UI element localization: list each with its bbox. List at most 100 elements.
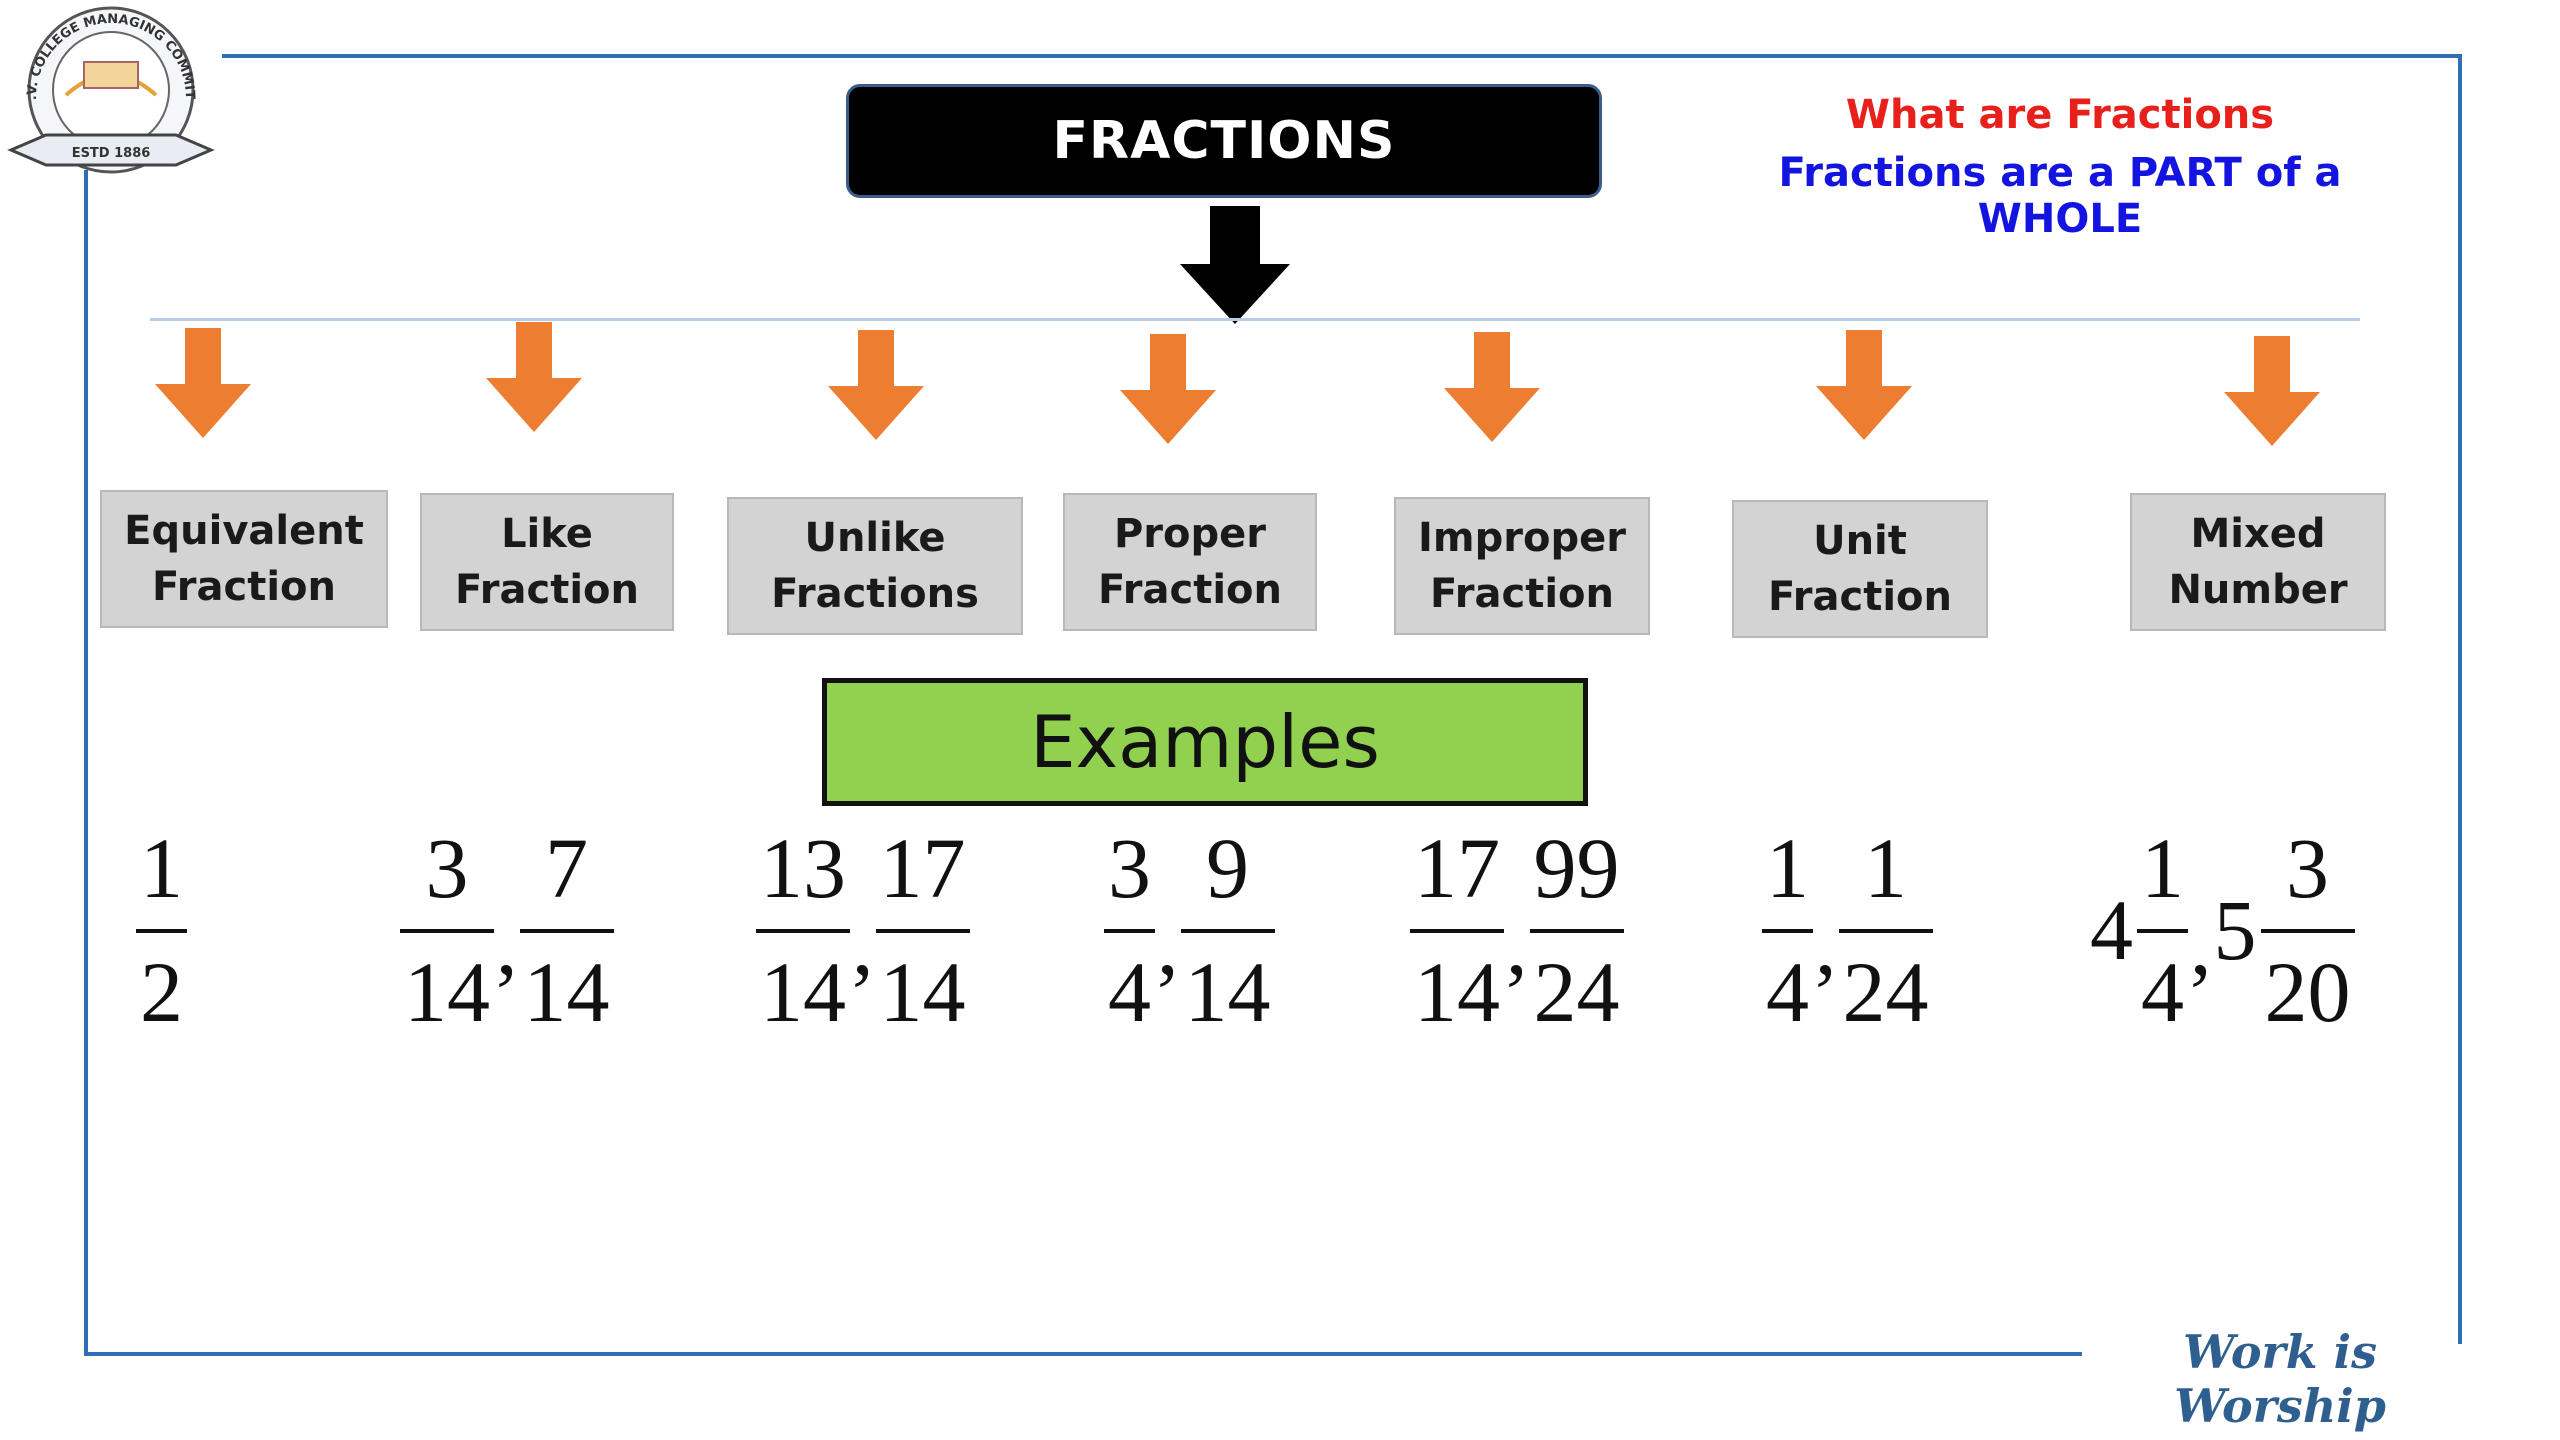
fraction-bar (519, 929, 614, 933)
denominator: 14 (1414, 944, 1500, 1040)
page-title: FRACTIONS (1052, 111, 1396, 171)
separator: , (852, 897, 874, 993)
separator: , (496, 897, 518, 993)
branch-line (150, 318, 2360, 321)
type-label-line1: Unit (1813, 518, 1907, 564)
separator: , (2190, 897, 2212, 993)
definition-answer: Fractions are a PART of a WHOLE (1778, 150, 2342, 242)
whole-number: 4 (2090, 882, 2133, 978)
example-mixed: 4 1 4 , 5 3 20 (2090, 820, 2355, 1040)
college-logo-icon: D.A.V. COLLEGE MANAGING COMMITTEE ESTD 1… (6, 0, 215, 174)
numerator: 13 (760, 820, 846, 916)
denominator: 24 (1842, 944, 1929, 1040)
logo-year: ESTD 1886 (72, 146, 151, 161)
fraction-bar (1180, 929, 1275, 933)
fraction-bar (2260, 929, 2355, 933)
denominator: 4 (1766, 944, 1809, 1040)
type-label-line2: Number (2168, 567, 2348, 613)
fraction-bar (1529, 929, 1624, 933)
fraction-bar (875, 929, 970, 933)
denominator: 24 (1533, 944, 1620, 1040)
frame-top-line (222, 54, 2462, 58)
fraction: 17 14 (875, 820, 970, 1040)
fraction-bar (136, 929, 187, 933)
separator: , (1815, 897, 1837, 993)
motto: Work is Worship (2174, 1325, 2386, 1433)
denominator: 20 (2264, 944, 2351, 1040)
separator: , (1157, 897, 1179, 993)
type-label-line1: Mixed (2190, 511, 2326, 557)
fraction-bar (2137, 929, 2188, 933)
example-equivalent: 1 2 (136, 820, 187, 1040)
denominator: 14 (879, 944, 966, 1040)
examples-box: Examples (822, 678, 1588, 806)
fraction-bar (1104, 929, 1155, 933)
orange-down-arrow-icon (1816, 330, 1912, 440)
orange-down-arrow-icon (486, 322, 582, 432)
numerator: 7 (545, 820, 588, 916)
numerator: 9 (1206, 820, 1249, 916)
numerator: 3 (2286, 820, 2329, 916)
type-label-line1: Equivalent (124, 508, 364, 554)
fraction-bar (756, 929, 850, 933)
type-label-line1: Unlike (804, 515, 946, 561)
example-improper: 17 14 , 99 24 (1410, 820, 1624, 1040)
fraction-bar (400, 929, 494, 933)
whole-number: 5 (2213, 882, 2257, 978)
type-label-line2: Fraction (1768, 574, 1952, 620)
orange-down-arrow-icon (1120, 334, 1216, 444)
type-label-line2: Fraction (455, 567, 639, 613)
type-label-line1: Proper (1113, 511, 1266, 557)
frame-right-line (2458, 54, 2462, 1344)
frame-bottom-line (84, 1352, 2082, 1356)
denominator: 14 (760, 944, 846, 1040)
numerator: 17 (879, 820, 966, 916)
example-unit: 1 4 , 1 24 (1762, 820, 1933, 1040)
example-unlike: 13 14 , 17 14 (756, 820, 970, 1040)
fraction: 7 14 (519, 820, 614, 1040)
black-down-arrow-icon (1180, 206, 1290, 324)
numerator: 17 (1414, 820, 1500, 916)
type-label-line2: Fractions (771, 571, 979, 617)
numerator: 99 (1533, 820, 1620, 916)
example-like: 3 14 , 7 14 (400, 820, 614, 1040)
denominator: 14 (404, 944, 490, 1040)
definition-question: What are Fractions (1845, 92, 2275, 138)
orange-down-arrow-icon (828, 330, 924, 440)
type-label-line2: Fraction (152, 564, 336, 610)
denominator: 14 (1184, 944, 1271, 1040)
numerator: 3 (1108, 820, 1151, 916)
type-label-line2: Fraction (1430, 571, 1614, 617)
numerator: 1 (140, 820, 183, 916)
orange-down-arrow-icon (155, 328, 251, 438)
fraction: 13 14 (756, 825, 850, 1035)
fraction-bar (1410, 929, 1504, 933)
frame-left-line (84, 170, 88, 1355)
fraction: 1 24 (1838, 820, 1933, 1040)
type-label-line1: Improper (1418, 515, 1626, 561)
fraction: 3 14 (400, 825, 494, 1035)
fraction: 1 4 (2137, 825, 2188, 1035)
fraction: 3 20 (2260, 820, 2355, 1040)
orange-down-arrow-icon (2224, 336, 2320, 446)
fraction: 9 14 (1180, 820, 1275, 1040)
numerator: 1 (1864, 820, 1907, 916)
denominator: 2 (140, 944, 183, 1040)
type-label-line1: Like (501, 511, 593, 557)
title-box: FRACTIONS (846, 84, 1602, 198)
denominator: 4 (2141, 944, 2184, 1040)
fraction: 99 24 (1529, 820, 1624, 1040)
denominator: 14 (523, 944, 610, 1040)
numerator: 1 (1766, 820, 1809, 916)
examples-label: Examples (1030, 700, 1380, 784)
fraction-bar (1762, 929, 1813, 933)
fraction: 1 2 (136, 825, 187, 1035)
type-label-line2: Fraction (1098, 567, 1282, 613)
numerator: 1 (2141, 820, 2184, 916)
